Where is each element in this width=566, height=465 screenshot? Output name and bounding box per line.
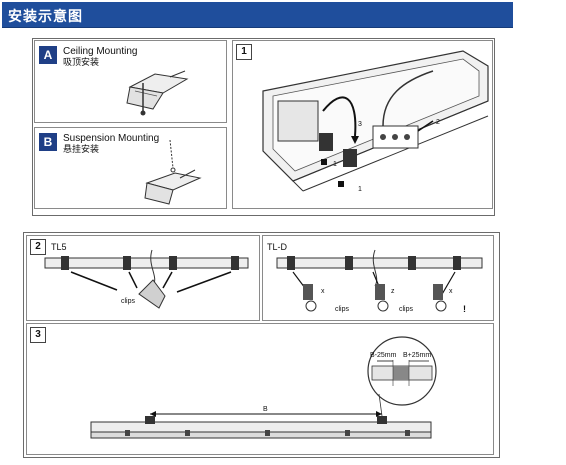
step-2-tld-mark-x2: x	[449, 288, 453, 295]
step-3-dim-right: B+25mm	[403, 352, 432, 359]
step-1-number: 1	[236, 44, 252, 60]
step-2-tld-mark-warning: !	[463, 304, 466, 314]
step-2-tld-panel: TL-D clips clips x z x !	[262, 235, 494, 321]
step-2-tld-mark-x1: x	[321, 288, 325, 295]
step-3-span-label: B	[263, 406, 268, 413]
tld-clip-illustration	[276, 249, 483, 312]
step-1-label-1b: 1	[358, 186, 362, 193]
step-1-label-1a: 1	[333, 161, 337, 168]
panel-a-badge: A	[39, 46, 57, 64]
ceiling-bracket-illustration	[126, 70, 189, 116]
step-1-label-2: 2	[436, 119, 440, 126]
panel-b-label-en: Suspension Mounting	[63, 133, 160, 144]
panel-b-badge: B	[39, 133, 57, 151]
tl5-clip-illustration	[44, 249, 249, 309]
step-2-tl5-clips-label: clips	[121, 298, 136, 305]
panel-a-ceiling-mounting: A Ceiling Mounting 吸顶安装	[34, 40, 227, 123]
step-2-tl5-label: TL5	[51, 242, 67, 252]
step-2-number: 2	[30, 239, 46, 255]
step-3-number: 3	[30, 327, 46, 343]
suspension-bracket-illustration	[144, 139, 202, 205]
title-bar: 安装示意图	[2, 2, 513, 28]
step-2-tld-clips-label-2: clips	[399, 306, 414, 313]
step-2-tld-label: TL-D	[267, 242, 287, 252]
panel-b-label-cn: 悬挂安装	[63, 145, 100, 155]
panel-a-label-en: Ceiling Mounting	[63, 46, 138, 57]
step-3-illustration	[90, 336, 437, 439]
step-1-label-3: 3	[358, 121, 362, 128]
step-2-tl5-panel: 2 TL5 clips	[26, 235, 260, 321]
step-2-tld-mark-z: z	[391, 288, 395, 295]
step-2-tld-clips-label-1: clips	[335, 306, 350, 313]
step-1-panel: 1 3 2 1 1	[232, 40, 493, 209]
panel-a-label-cn: 吸顶安装	[63, 58, 100, 68]
panel-b-suspension-mounting: B Suspension Mounting 悬挂安装	[34, 127, 227, 209]
housing-wiring-illustration	[262, 50, 489, 192]
page-title: 安装示意图	[8, 9, 83, 25]
step-3-panel: 3 B-25mm B+25mm B	[26, 323, 494, 455]
step-3-dim-left: B-25mm	[370, 352, 397, 359]
